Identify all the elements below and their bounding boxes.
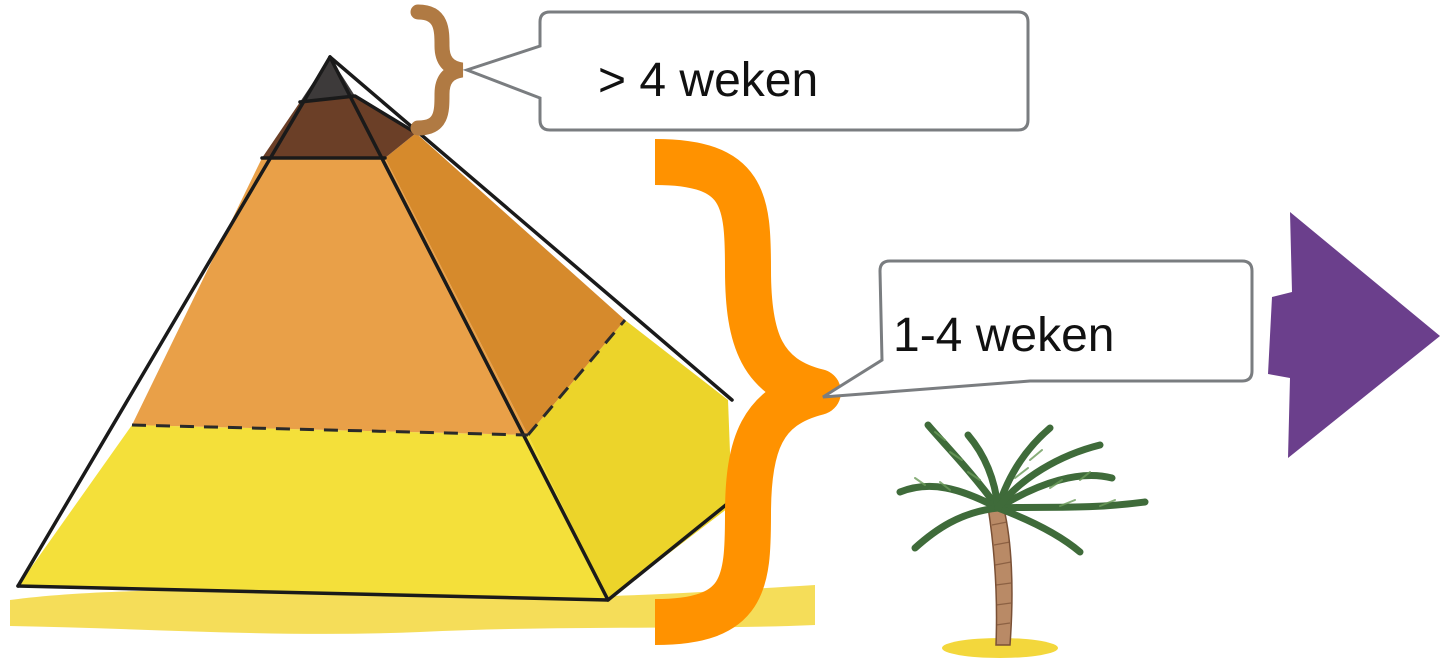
pyramid-top-band <box>262 96 416 158</box>
callout-middle: 1-4 weken <box>822 259 1254 399</box>
pyramid-divider-side <box>526 319 627 436</box>
large-brace <box>654 139 841 645</box>
callout-top: > 4 weken <box>462 10 1030 132</box>
palm-trunk <box>987 504 1013 646</box>
pyramid-outline-left <box>16 55 332 588</box>
callout-top-text: > 4 weken <box>598 54 818 107</box>
pyramid-illustration <box>10 55 815 634</box>
callout-top-bubble <box>462 10 1030 132</box>
pyramid-outline-base <box>16 498 734 602</box>
pyramid-outline-cap <box>298 94 418 135</box>
pyramid-cap <box>300 57 355 102</box>
pyramid-bottom-band-front <box>18 425 608 600</box>
pyramid-divider-front <box>131 423 529 437</box>
right-arrow-icon <box>1268 212 1440 458</box>
small-brace <box>410 4 464 136</box>
pyramid-outline-front-edge <box>328 55 610 602</box>
palm-tree-icon <box>896 421 1149 658</box>
callout-middle-text: 1-4 weken <box>893 309 1114 362</box>
pyramid-bottom-band-side <box>528 320 732 600</box>
pyramid-middle-band-side <box>385 133 625 435</box>
palm-ground <box>942 638 1058 658</box>
pyramid-outline-right <box>328 55 734 402</box>
callout-middle-bubble <box>822 259 1254 399</box>
